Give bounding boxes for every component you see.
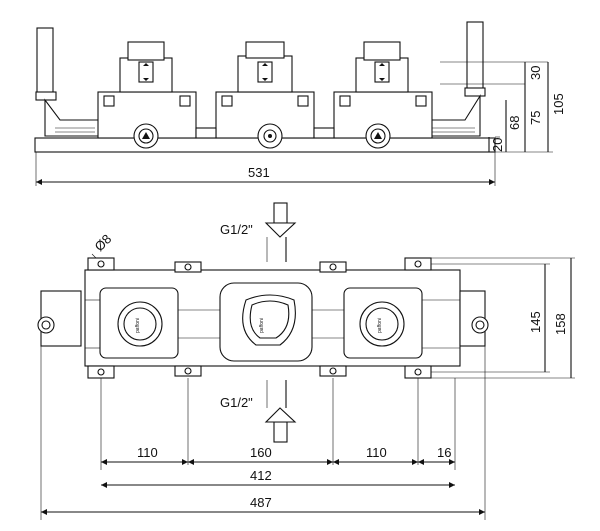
dim-75: 75 xyxy=(528,111,543,125)
dim-16: 16 xyxy=(437,445,451,460)
left-post xyxy=(36,27,54,99)
hole-diameter-label: Ø8 xyxy=(92,231,115,254)
dim-20: 20 xyxy=(490,138,505,152)
brand-mark-right: paffoni xyxy=(377,318,383,333)
top-view: 30 105 75 68 20 531 xyxy=(34,21,566,186)
dim-487: 487 xyxy=(250,495,272,510)
brand-mark-left: paffoni xyxy=(135,318,141,333)
dim-160: 160 xyxy=(250,445,272,460)
thread-bottom-label: G1/2" xyxy=(220,395,253,410)
right-post xyxy=(466,21,484,93)
dim-412: 412 xyxy=(250,468,272,483)
valve-center xyxy=(215,41,315,149)
dim-531: 531 xyxy=(248,165,270,180)
thread-top-label: G1/2" xyxy=(220,222,253,237)
valve-left xyxy=(97,41,197,149)
brand-mark-center: paffoni xyxy=(259,318,265,333)
dim-158: 158 xyxy=(553,313,568,335)
dim-68: 68 xyxy=(507,116,522,130)
bottom-view: G1/2" G1/2" Ø8 xyxy=(37,202,575,520)
dim-110-left: 110 xyxy=(137,445,158,460)
dim-105: 105 xyxy=(551,93,566,115)
dim-145: 145 xyxy=(528,311,543,333)
dim-30: 30 xyxy=(528,66,543,80)
valve-right xyxy=(333,41,433,149)
dim-110-right: 110 xyxy=(366,445,387,460)
